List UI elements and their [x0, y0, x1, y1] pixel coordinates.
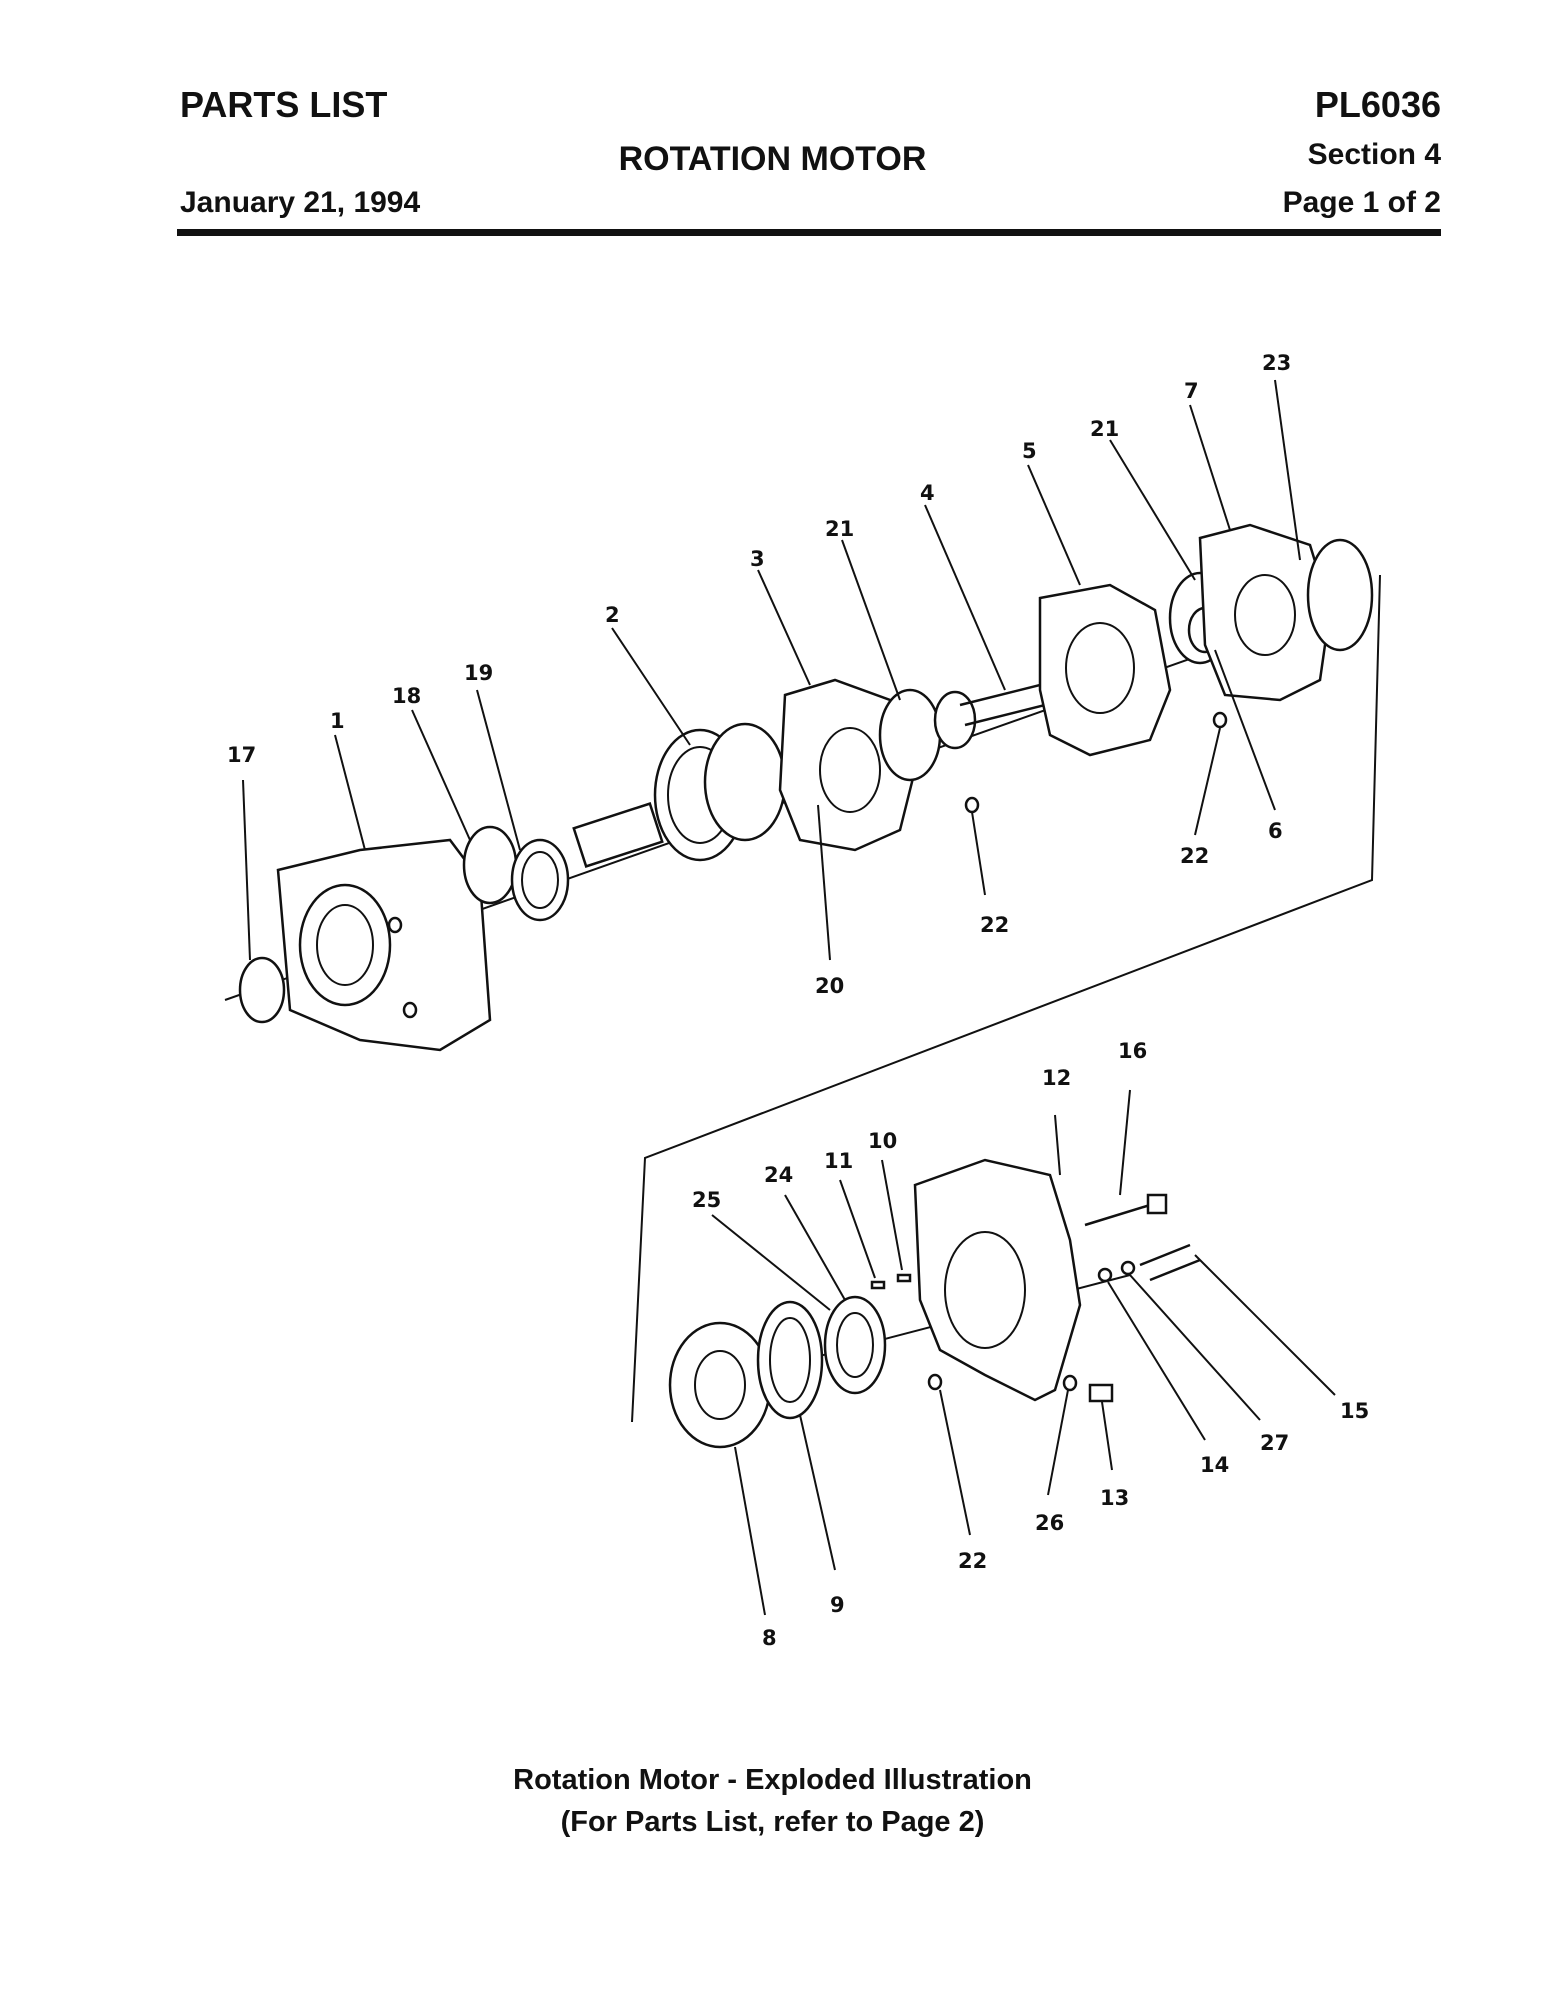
part-10-pin	[896, 1273, 912, 1283]
part-23-oring	[1306, 538, 1374, 652]
header-rule	[177, 229, 1441, 236]
part-18-ring	[462, 825, 518, 905]
callout-22-lower: 22	[958, 1549, 987, 1573]
part-26-oring	[1062, 1374, 1078, 1392]
figure-caption-title: Rotation Motor - Exploded Illustration	[513, 1764, 1032, 1796]
callout-6: 6	[1268, 819, 1283, 843]
part-16-bolt	[1084, 1193, 1168, 1227]
document-subject: ROTATION MOTOR	[618, 140, 927, 178]
callout-19: 19	[464, 661, 493, 685]
callout-26: 26	[1035, 1511, 1064, 1535]
figure-caption-reference: (For Parts List, refer to Page 2)	[560, 1806, 985, 1838]
callout-4: 4	[920, 481, 935, 505]
callout-17: 17	[227, 743, 256, 767]
callout-7: 7	[1184, 379, 1199, 403]
part-19-seal	[510, 838, 570, 922]
callout-14: 14	[1200, 1453, 1229, 1477]
assembly-connector-line	[631, 574, 1381, 1423]
callout-20: 20	[815, 974, 844, 998]
page-indicator: Page 1 of 2	[1282, 186, 1441, 219]
callout-10: 10	[868, 1129, 897, 1153]
part-22-oring-b	[1212, 711, 1228, 729]
callout-12: 12	[1042, 1066, 1071, 1090]
callout-2: 2	[605, 603, 620, 627]
part-1-housing	[276, 838, 492, 1052]
document-date: January 21, 1994	[180, 186, 421, 219]
callout-16: 16	[1118, 1039, 1147, 1063]
callout-24: 24	[764, 1163, 793, 1187]
callout-11: 11	[824, 1149, 853, 1173]
part-8-disc	[668, 1321, 772, 1449]
part-5-rotor-set	[1038, 583, 1172, 757]
part-11-pin	[870, 1280, 886, 1290]
part-22-oring-a	[964, 796, 980, 814]
part-9-bearing	[756, 1300, 824, 1420]
part-2-shaft-bearing	[572, 722, 787, 868]
part-21-ring	[878, 688, 942, 782]
callout-8: 8	[762, 1626, 777, 1650]
leader-lines	[242, 379, 1336, 1616]
callout-9: 9	[830, 1593, 845, 1617]
part-7-end-cover	[1198, 523, 1332, 702]
part-22-oring-c	[927, 1373, 943, 1391]
document-title: PARTS LIST	[180, 84, 388, 125]
callout-18: 18	[392, 684, 421, 708]
part-12-valve-housing	[913, 1158, 1082, 1402]
callout-5: 5	[1022, 439, 1037, 463]
callout-22-middle: 22	[980, 913, 1009, 937]
callout-27: 27	[1260, 1431, 1289, 1455]
callout-13: 13	[1100, 1486, 1129, 1510]
part-13-plug	[1088, 1383, 1114, 1403]
callout-15: 15	[1340, 1399, 1369, 1423]
part-14-ball	[1097, 1267, 1113, 1283]
callout-21: 21	[825, 517, 854, 541]
part-27-washer	[1120, 1260, 1136, 1276]
callout-22-right: 22	[1180, 844, 1209, 868]
callout-1: 1	[330, 709, 345, 733]
part-24-seal	[823, 1295, 887, 1395]
document-number: PL6036	[1314, 84, 1441, 125]
callout-25: 25	[692, 1188, 721, 1212]
part-17-oring	[238, 956, 286, 1024]
callout-21-upper: 21	[1090, 417, 1119, 441]
callout-3: 3	[750, 547, 765, 571]
document-section: Section 4	[1307, 138, 1441, 171]
callout-23: 23	[1262, 351, 1291, 375]
part-15-bolts	[1139, 1243, 1201, 1282]
